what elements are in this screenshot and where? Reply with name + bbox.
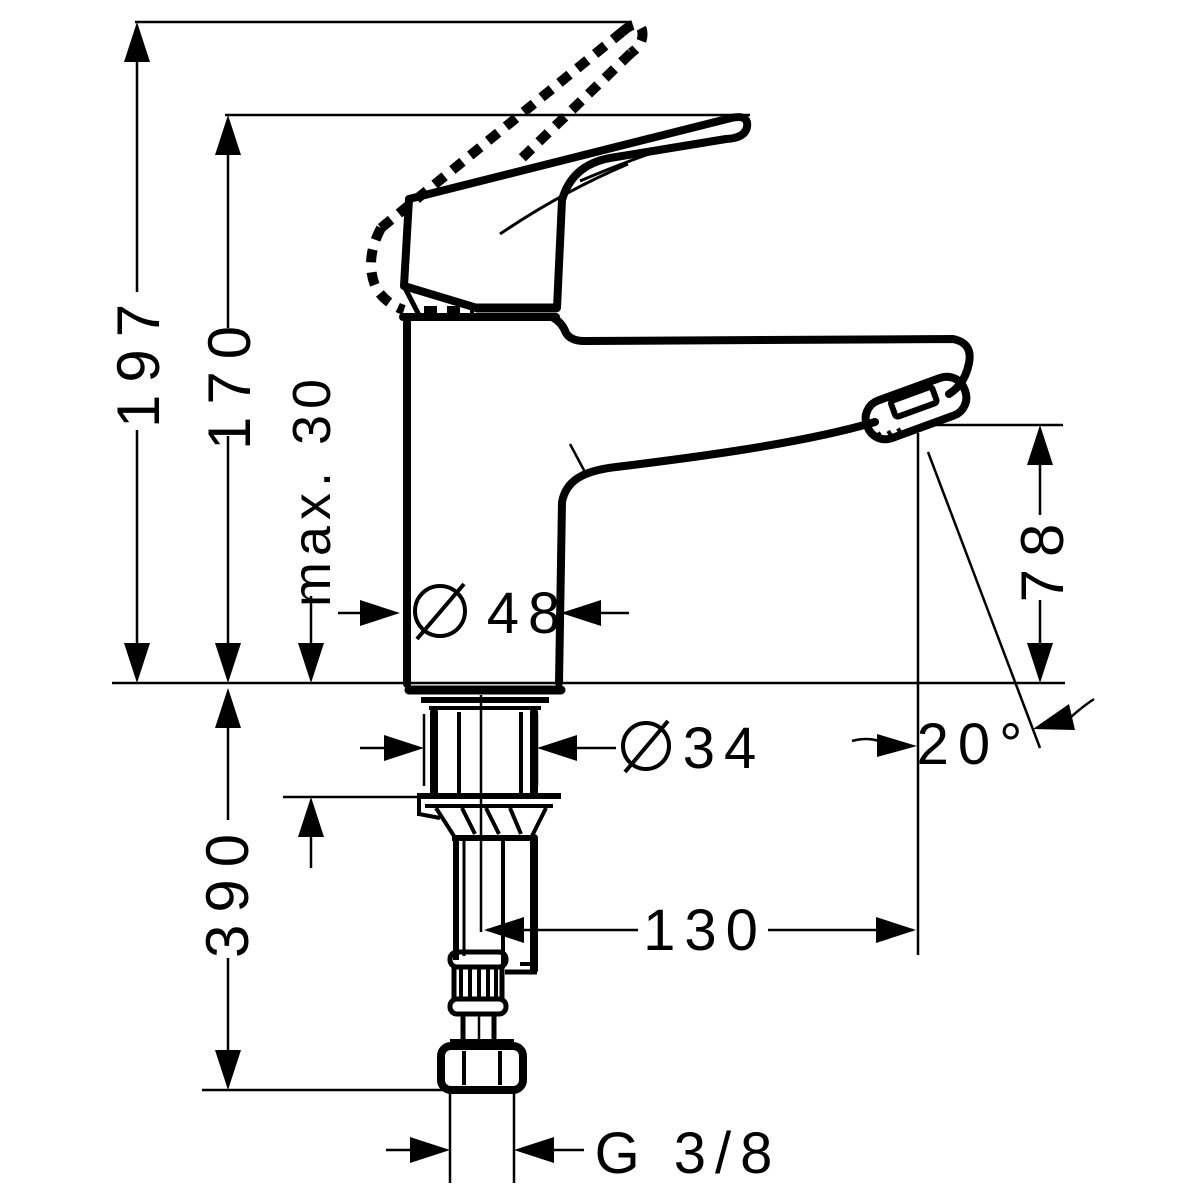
arrowhead bbox=[360, 600, 400, 626]
arrowhead bbox=[1027, 643, 1053, 683]
under-deck-assembly bbox=[404, 685, 566, 1094]
dim-label-max-30: max. 30 bbox=[282, 373, 342, 607]
raised-handle-back-edge bbox=[516, 49, 635, 164]
dim-label-20deg: 20° bbox=[917, 712, 1032, 777]
arrowhead bbox=[1033, 704, 1075, 730]
handle-outline bbox=[405, 113, 752, 312]
arrowhead bbox=[215, 643, 241, 683]
arrowhead bbox=[561, 600, 601, 626]
arrowhead bbox=[410, 1137, 450, 1163]
reference-lines bbox=[112, 433, 1065, 1092]
aerator bbox=[861, 372, 971, 444]
arrowhead bbox=[124, 22, 150, 62]
dim-shank-diameter: 34 bbox=[360, 714, 766, 786]
dim-overall-height: 197 bbox=[105, 20, 630, 683]
raised-handle-front-edge bbox=[377, 28, 626, 232]
handle-lever-raised-dashed bbox=[366, 19, 648, 316]
nut-facets bbox=[462, 1051, 502, 1085]
arrowhead bbox=[384, 735, 424, 761]
spout-top bbox=[548, 313, 974, 398]
arrowhead bbox=[1027, 425, 1053, 465]
aerator-serrations bbox=[876, 427, 905, 443]
arrowhead bbox=[215, 115, 241, 155]
arrowhead bbox=[215, 688, 241, 728]
diameter-symbol-icon bbox=[413, 582, 467, 641]
arrowhead bbox=[537, 735, 577, 761]
dim-label-48: 48 bbox=[487, 581, 570, 646]
aerator-outline bbox=[861, 372, 971, 444]
dim-body-diameter: 48 bbox=[338, 581, 629, 646]
spout-curve-tick bbox=[568, 443, 588, 475]
spout-underside bbox=[555, 418, 879, 687]
arrowhead bbox=[876, 917, 916, 943]
dim-thread: G 3/8 bbox=[386, 1093, 782, 1186]
dim-label-130: 130 bbox=[643, 898, 767, 963]
connection-nut bbox=[437, 1042, 527, 1094]
washer-side-left bbox=[434, 806, 456, 838]
dim-label-197: 197 bbox=[105, 292, 172, 428]
raised-handle-base-curve bbox=[366, 225, 406, 315]
arrowhead bbox=[877, 734, 917, 757]
handle-base-wedge bbox=[402, 286, 422, 317]
dim-outlet-height: 78 bbox=[924, 423, 1076, 683]
handle-left-bottom bbox=[400, 195, 481, 312]
dim-label-g38: G 3/8 bbox=[595, 1121, 782, 1186]
handle-lever bbox=[400, 113, 752, 317]
dim-label-390: 390 bbox=[194, 822, 261, 958]
washer-teeth bbox=[460, 807, 523, 835]
dim-max-mounting-thickness: max. 30 bbox=[282, 373, 342, 868]
stream-angle-line bbox=[926, 451, 1042, 749]
arrowhead bbox=[298, 643, 324, 683]
dim-label-34: 34 bbox=[683, 716, 766, 781]
faucet-body bbox=[399, 303, 974, 688]
washer-wing bbox=[417, 798, 441, 820]
dim-spout-reach: 130 bbox=[484, 898, 916, 963]
braid-bars bbox=[459, 967, 498, 999]
dim-outlet-angle: 20° bbox=[851, 697, 1095, 777]
dim-label-170: 170 bbox=[196, 314, 263, 450]
aerator-insert bbox=[888, 384, 940, 420]
handle-crease-2 bbox=[579, 151, 653, 183]
arrowhead bbox=[215, 1050, 241, 1090]
diameter-symbol-icon bbox=[621, 719, 671, 774]
arrowhead bbox=[124, 643, 150, 683]
dim-supply-length: 390 bbox=[194, 688, 261, 1090]
handle-crease-1 bbox=[499, 162, 629, 236]
dim-height-to-lever: 170 bbox=[196, 113, 750, 683]
dim-label-78: 78 bbox=[1009, 512, 1076, 603]
arrowhead bbox=[514, 1137, 554, 1163]
arrowhead bbox=[298, 797, 324, 837]
braid-sides bbox=[451, 967, 505, 999]
raised-handle-tip bbox=[618, 19, 648, 58]
washer-side-right bbox=[530, 807, 548, 837]
braid-collar-bottom bbox=[447, 996, 509, 1017]
